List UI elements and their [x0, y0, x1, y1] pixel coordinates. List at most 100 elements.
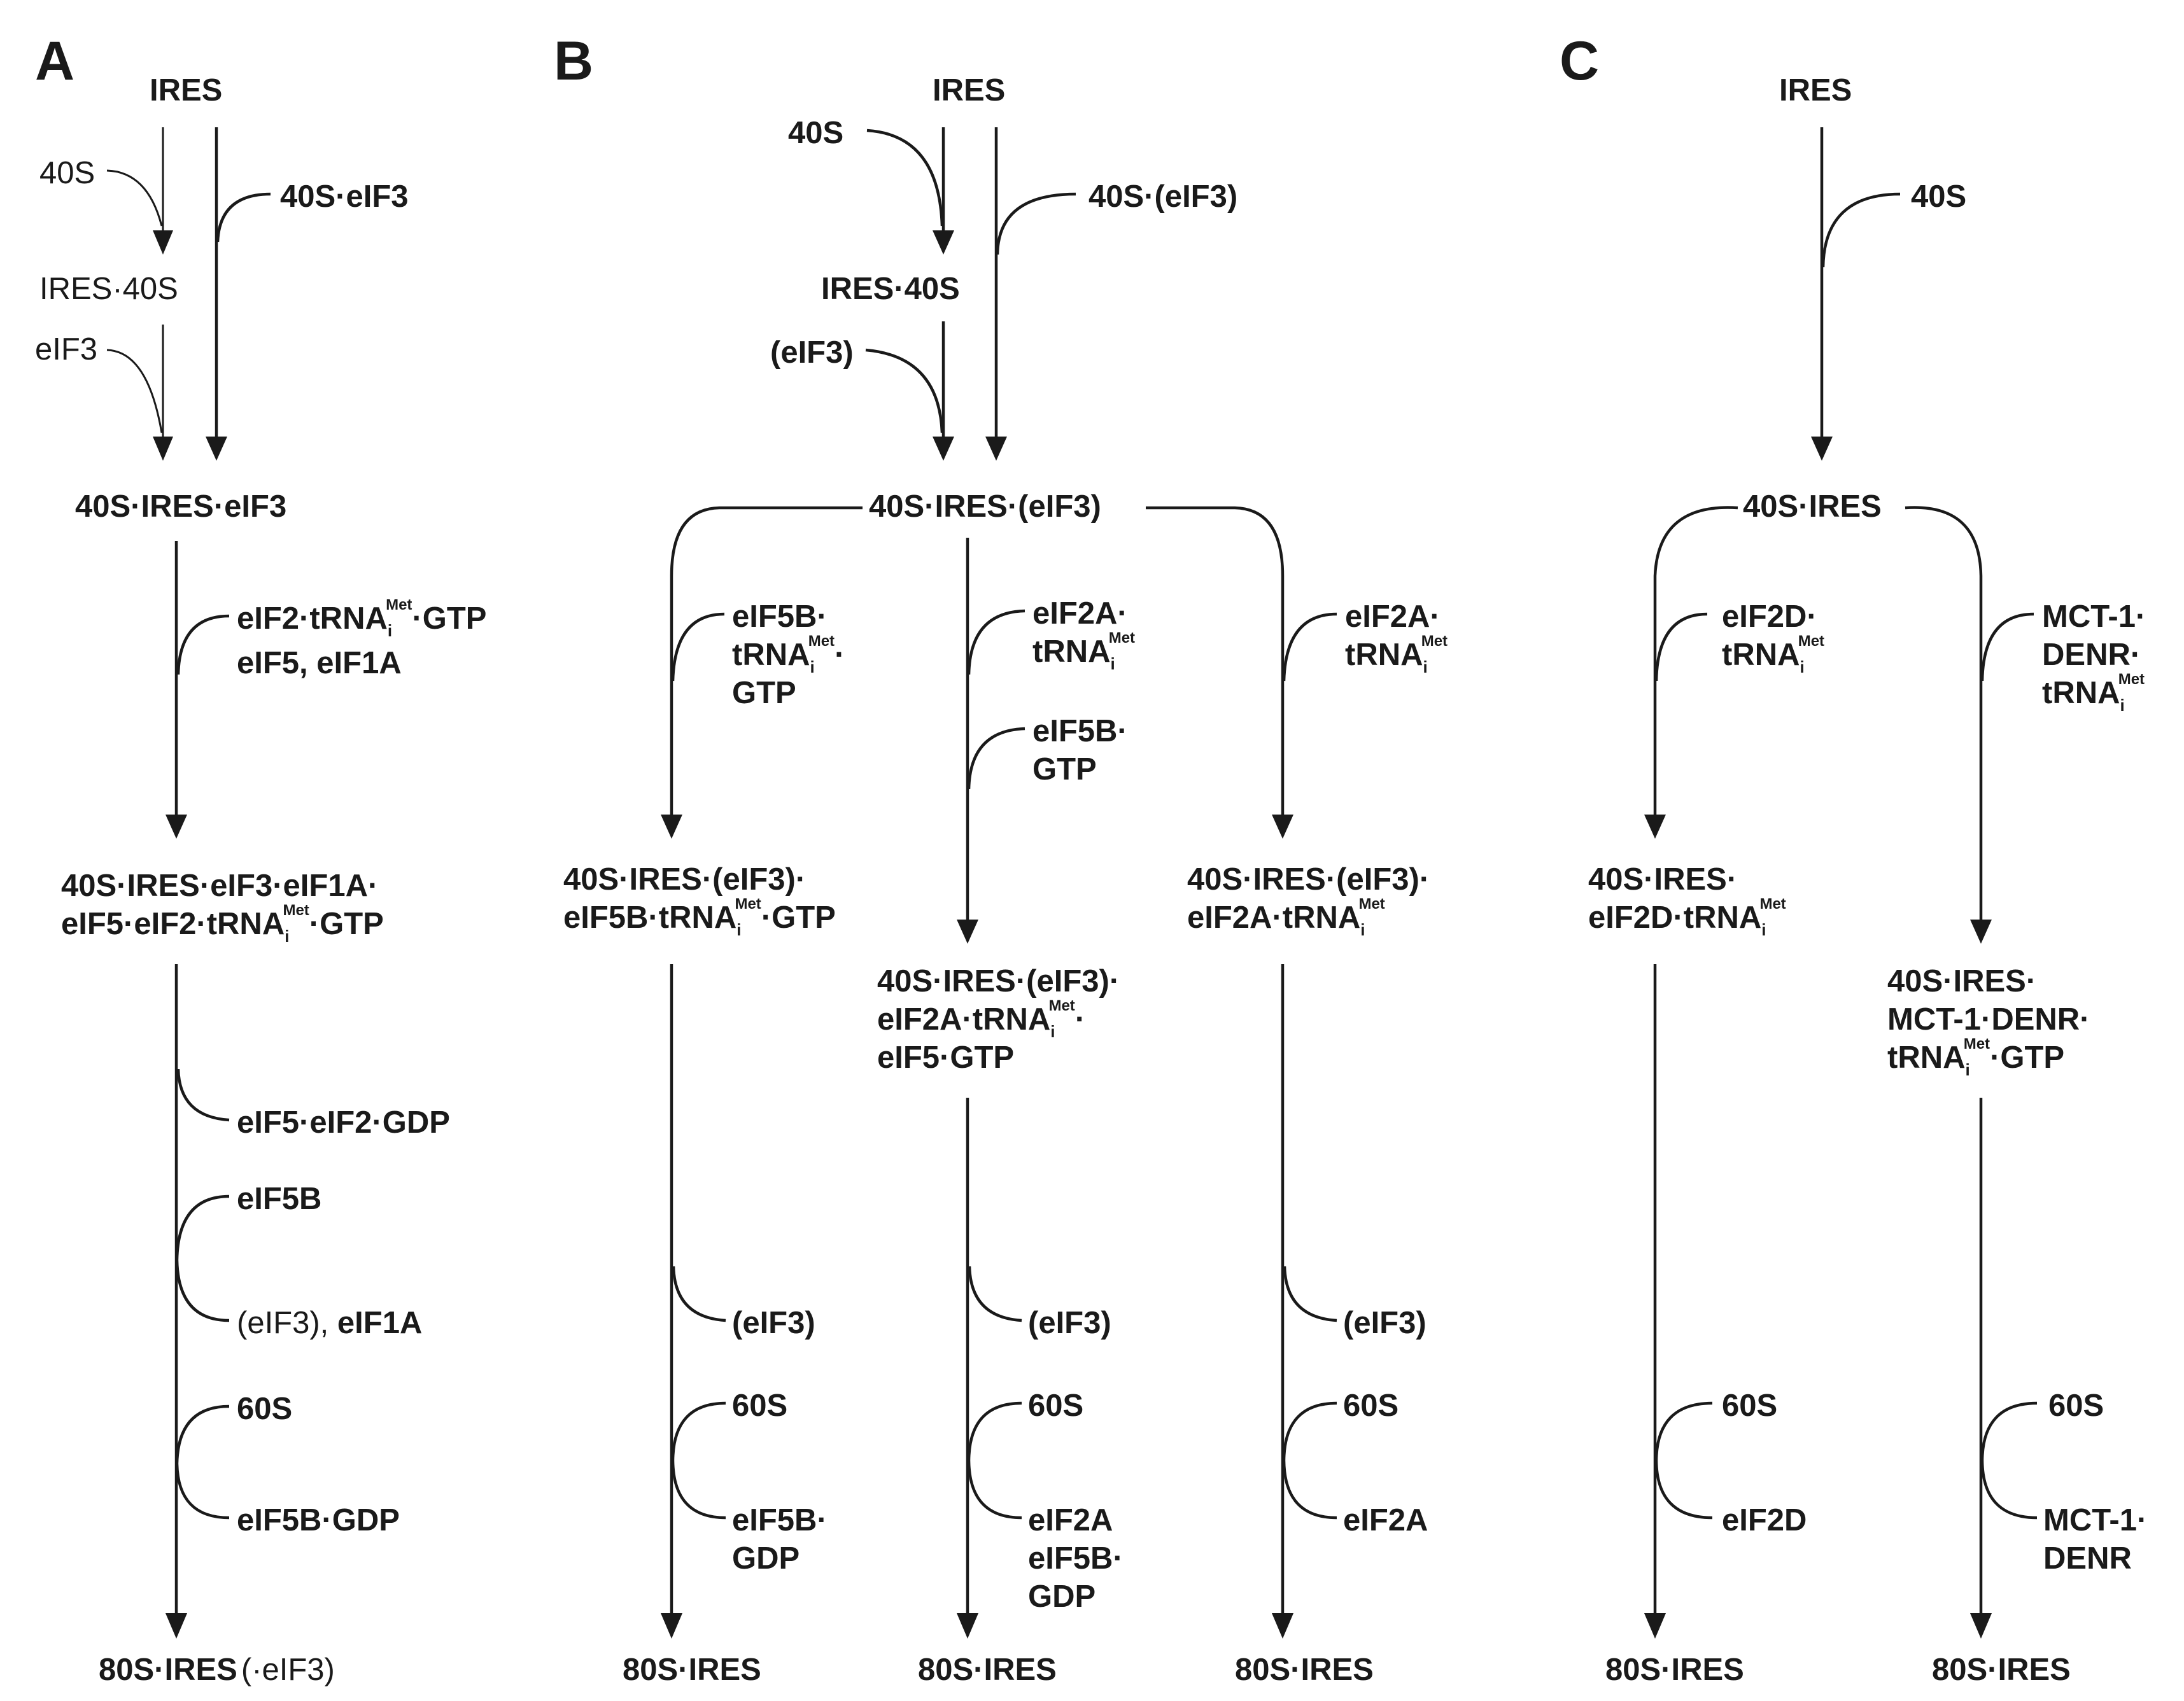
- panel-a-factor-eif5: eIF5, eIF1A: [237, 646, 402, 680]
- panel-a-release-eif3-eif1a: (eIF3), eIF1A: [237, 1306, 422, 1340]
- panel-b-mid-factor2-line1: eIF5B·: [1032, 714, 1128, 748]
- panel-b-40s-curve: [866, 129, 944, 227]
- panel-c-ires: IRES: [1779, 73, 1852, 108]
- panel-a-eif3-curve: [106, 349, 163, 433]
- panel-c-right-branch: [1905, 506, 1983, 923]
- panel-b-mid-complex-line2: eIF2A·tRNAiMet·: [877, 997, 1085, 1041]
- panel-c-right-60s-curve: [1980, 1401, 2038, 1520]
- panel-a-side-40s: 40S: [39, 156, 95, 190]
- panel-a-complex-2-line1: 40S·IRES·eIF3·eIF1A·: [61, 869, 378, 903]
- panel-b-right-factor-line2: tRNAiMet: [1345, 633, 1448, 676]
- panel-c-left-factor-curve: [1654, 612, 1708, 682]
- panel-b-left-release-line2: GDP: [732, 1541, 800, 1576]
- panel-c-right-factor-line1: MCT-1·: [2042, 599, 2146, 634]
- panel-a-side-40s-eif3: 40S·eIF3: [280, 179, 409, 214]
- panel-a-factor-eif2: eIF2·tRNAiMet·GTP: [237, 596, 486, 640]
- panel-b-mid-final: 80S·IRES: [918, 1653, 1057, 1687]
- panel-c-head-3: [1970, 920, 1992, 944]
- panel-c: C IRES 40S 40S·IRES eIF2D· tRNAiMet MCT-…: [1560, 31, 2147, 1687]
- panel-c-right-factor-line3: tRNAiMet: [2042, 671, 2145, 715]
- panel-a-exchange-curve-2: [175, 1404, 230, 1520]
- panel-c-right-factor-curve: [1980, 612, 2034, 682]
- panel-c-head-2: [1644, 815, 1666, 839]
- panel-b-mid-release-line1: eIF2A: [1028, 1503, 1113, 1537]
- panel-b-right-factor-line1: eIF2A·: [1345, 599, 1441, 634]
- panel-c-right-release-line1: MCT-1·: [2043, 1503, 2147, 1537]
- panel-b-left-complex-line1: 40S·IRES·(eIF3)·: [563, 862, 806, 897]
- panel-b-mid-release-curve: [968, 1266, 1022, 1322]
- panel-c-left-release: eIF2D: [1722, 1503, 1807, 1537]
- panel-c-left-60s-curve: [1654, 1401, 1713, 1520]
- panel-b-head-8: [957, 1613, 978, 1639]
- panel-c-left-60s: 60S: [1722, 1389, 1777, 1423]
- panel-b-mid-60s: 60S: [1028, 1389, 1083, 1423]
- panel-c-right-complex-line3: tRNAiMet·GTP: [1887, 1035, 2064, 1079]
- panel-a-40s-eif3-curve: [216, 192, 271, 242]
- panel-b-head-9: [1272, 1613, 1293, 1639]
- panel-b-40s-eif3-curve: [996, 192, 1076, 255]
- panel-c-right-60s: 60S: [2048, 1389, 2104, 1423]
- panel-b-left-factor-line3: GTP: [732, 676, 796, 710]
- panel-b-right-60s-curve: [1282, 1401, 1337, 1520]
- panel-c-head-5: [1970, 1613, 1992, 1639]
- panel-c-left-complex-line2: eIF2D·tRNAiMet: [1588, 895, 1786, 939]
- panel-a-release-curve-1: [176, 1068, 230, 1122]
- panel-b-side-40s-eif3: 40S·(eIF3): [1088, 179, 1237, 214]
- panel-b-side-40s: 40S: [788, 116, 843, 150]
- panel-b-right-complex-line2: eIF2A·tRNAiMet: [1187, 895, 1385, 939]
- panel-a-40s-curve: [106, 169, 163, 227]
- panel-b-left-release-curve: [672, 1266, 726, 1322]
- panel-b-complex-1: 40S·IRES·(eIF3): [869, 489, 1101, 524]
- panel-b-right-release-eif3: (eIF3): [1343, 1306, 1427, 1340]
- panel-b-mid-release-line2: eIF5B·: [1028, 1541, 1124, 1576]
- panel-c-right-complex-line1: 40S·IRES·: [1887, 964, 2036, 998]
- panel-b-head-5: [957, 920, 978, 944]
- panel-a-head-2: [153, 437, 173, 461]
- panel-b-right-final: 80S·IRES: [1235, 1653, 1374, 1687]
- panel-a-head-3: [206, 437, 227, 461]
- panel-b-left-branch: [670, 506, 863, 816]
- panel-b-mid-factor-curve-2: [967, 727, 1025, 790]
- panel-a-exchange-curve-1: [175, 1194, 230, 1322]
- panel-b-mid-factor-curve-1: [967, 609, 1025, 675]
- panel-b: B IRES 40S IRES·40S (eIF3) 40S·(eIF3) 40…: [554, 31, 1448, 1687]
- panel-c-left-complex-line1: 40S·IRES·: [1588, 862, 1737, 897]
- panel-a-head-1: [153, 230, 173, 255]
- panel-b-left-release-eif3: (eIF3): [732, 1306, 815, 1340]
- panel-b-right-release-curve: [1283, 1266, 1337, 1322]
- panel-b-left-release-line1: eIF5B·: [732, 1503, 828, 1537]
- panel-c-head-4: [1644, 1613, 1666, 1639]
- panel-c-right-release-line2: DENR: [2043, 1541, 2132, 1576]
- panel-b-side-eif3: (eIF3): [770, 335, 854, 370]
- panel-b-head-1: [933, 230, 954, 255]
- panel-a-ires-40s: IRES·40S: [39, 272, 178, 306]
- panel-b-mid-factor-line1: eIF2A·: [1032, 596, 1128, 631]
- panel-b-right-branch: [1146, 506, 1285, 816]
- panel-b-ires-40s: IRES·40S: [821, 272, 960, 306]
- panel-b-left-factor-curve: [671, 612, 725, 682]
- panel-b-letter: B: [554, 31, 593, 92]
- panel-c-40s-curve: [1821, 192, 1901, 268]
- panel-b-left-factor-line2: tRNAiMet·: [732, 633, 845, 676]
- panel-c-left-factor-line2: tRNAiMet: [1722, 633, 1824, 676]
- panel-b-ires: IRES: [933, 73, 1005, 108]
- panel-a-release-eif5b-gdp: eIF5B·GDP: [237, 1503, 400, 1537]
- panel-b-right-release: eIF2A: [1343, 1503, 1428, 1537]
- panel-a-final: 80S·IRES(·eIF3): [99, 1653, 335, 1687]
- panel-a-eif2-curve: [176, 614, 230, 675]
- panel-b-left-60s-curve: [671, 1401, 726, 1520]
- panel-a-letter: A: [35, 31, 74, 92]
- panel-c-right-factor-line2: DENR·: [2042, 638, 2141, 672]
- panel-b-eif3-curve: [865, 348, 944, 433]
- panel-a-ires: IRES: [150, 73, 222, 108]
- panel-c-left-final: 80S·IRES: [1605, 1653, 1744, 1687]
- panel-b-left-final: 80S·IRES: [623, 1653, 761, 1687]
- panel-b-right-60s: 60S: [1343, 1389, 1398, 1423]
- panel-b-left-complex-line2: eIF5B·tRNAiMet·GTP: [563, 895, 836, 939]
- panel-c-right-final: 80S·IRES: [1932, 1653, 2071, 1687]
- panel-a: A IRES 40S IRES·40S eIF3 40S·eIF3 40S·IR…: [35, 31, 486, 1687]
- panel-a-release-eif5-eif2: eIF5·eIF2·GDP: [237, 1105, 450, 1140]
- panel-b-mid-complex-line1: 40S·IRES·(eIF3)·: [877, 964, 1120, 998]
- panel-a-complex-2-line2: eIF5·eIF2·tRNAiMet·GTP: [61, 902, 384, 946]
- panel-c-right-complex-line2: MCT-1·DENR·: [1887, 1002, 2090, 1037]
